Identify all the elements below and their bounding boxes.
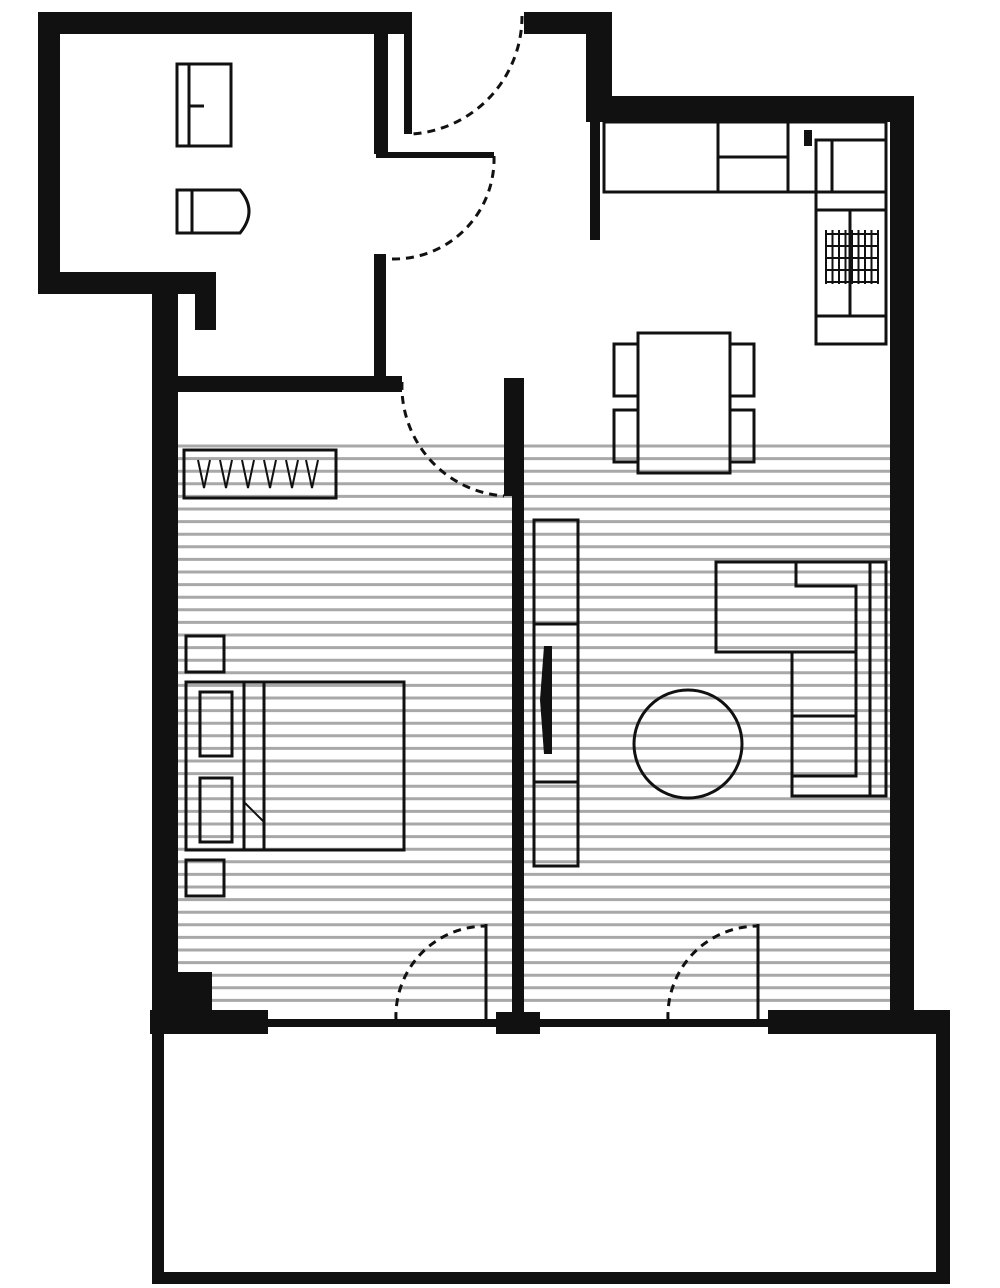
kitchen-tap-icon bbox=[804, 130, 812, 146]
tv-icon bbox=[540, 646, 552, 754]
walls bbox=[38, 12, 950, 1284]
bedroom-furniture bbox=[182, 448, 406, 898]
bottom-wall-center bbox=[496, 1012, 540, 1034]
left-exterior-wall bbox=[152, 294, 178, 1034]
corner-sink-icon bbox=[830, 138, 888, 194]
bathroom-right-wall-upper bbox=[374, 30, 388, 154]
kitchen-fixtures bbox=[602, 120, 888, 346]
bathroom-door-jamb bbox=[404, 12, 412, 134]
dining-table bbox=[636, 331, 732, 475]
living-balcony-door-swing bbox=[666, 924, 759, 1021]
pillow bbox=[198, 690, 234, 758]
bathroom-right-wall-lower bbox=[374, 254, 386, 384]
door-swings bbox=[379, 15, 760, 1021]
living-room-furniture bbox=[532, 518, 888, 868]
living-room-floor-hatching bbox=[524, 444, 890, 1002]
kitchen-top-wall bbox=[586, 96, 914, 122]
wardrobe bbox=[182, 448, 338, 500]
bathroom-bottom-pier bbox=[195, 272, 216, 330]
central-partition-wall bbox=[512, 378, 524, 1014]
bedroom-door-swing bbox=[400, 381, 505, 498]
bathroom-door-swing bbox=[379, 155, 496, 261]
dining-set bbox=[612, 331, 756, 475]
bathroom-bottom-wall bbox=[38, 272, 216, 294]
double-bed bbox=[184, 680, 406, 852]
sink-icon bbox=[175, 62, 233, 148]
wardrobe-hangers bbox=[197, 459, 319, 489]
entry-partition bbox=[590, 120, 600, 240]
dining-chair bbox=[728, 342, 756, 398]
bedroom-floor-hatching bbox=[178, 444, 512, 1002]
dining-chair bbox=[612, 408, 640, 464]
balcony-left-wall bbox=[152, 1034, 164, 1284]
dining-chair bbox=[612, 342, 640, 398]
balcony-bottom-wall bbox=[152, 1272, 950, 1284]
round-coffee-table bbox=[632, 688, 744, 800]
pillow bbox=[198, 776, 234, 844]
hall-partition-stub bbox=[376, 152, 494, 158]
toilet-icon bbox=[175, 188, 251, 235]
corner-sofa bbox=[714, 560, 888, 798]
balcony-door-frame-left bbox=[268, 1019, 496, 1027]
balcony-door-frame-right bbox=[540, 1019, 768, 1027]
bottom-wall-right bbox=[768, 1010, 950, 1034]
bathroom-top-wall bbox=[38, 12, 408, 34]
nightstand bbox=[184, 858, 226, 898]
dining-chair bbox=[728, 408, 756, 464]
bathroom-fixtures bbox=[175, 62, 251, 235]
bedroom-top-wall bbox=[152, 376, 402, 392]
sofa-back-cushions bbox=[792, 562, 858, 778]
kitchen-side-counter bbox=[814, 138, 888, 346]
bottom-wall-left bbox=[150, 1010, 268, 1034]
balcony-right-wall bbox=[936, 1010, 950, 1284]
duvet-fold bbox=[243, 801, 265, 823]
bedroom-balcony-door-swing bbox=[394, 924, 487, 1021]
central-partition-cap bbox=[504, 378, 512, 496]
stove-icon bbox=[825, 230, 879, 284]
entry-door-swing bbox=[411, 15, 524, 136]
bathroom-left-wall bbox=[38, 12, 60, 294]
nightstand bbox=[184, 634, 226, 674]
right-exterior-wall bbox=[890, 96, 914, 1016]
tv-cabinet bbox=[532, 518, 580, 868]
